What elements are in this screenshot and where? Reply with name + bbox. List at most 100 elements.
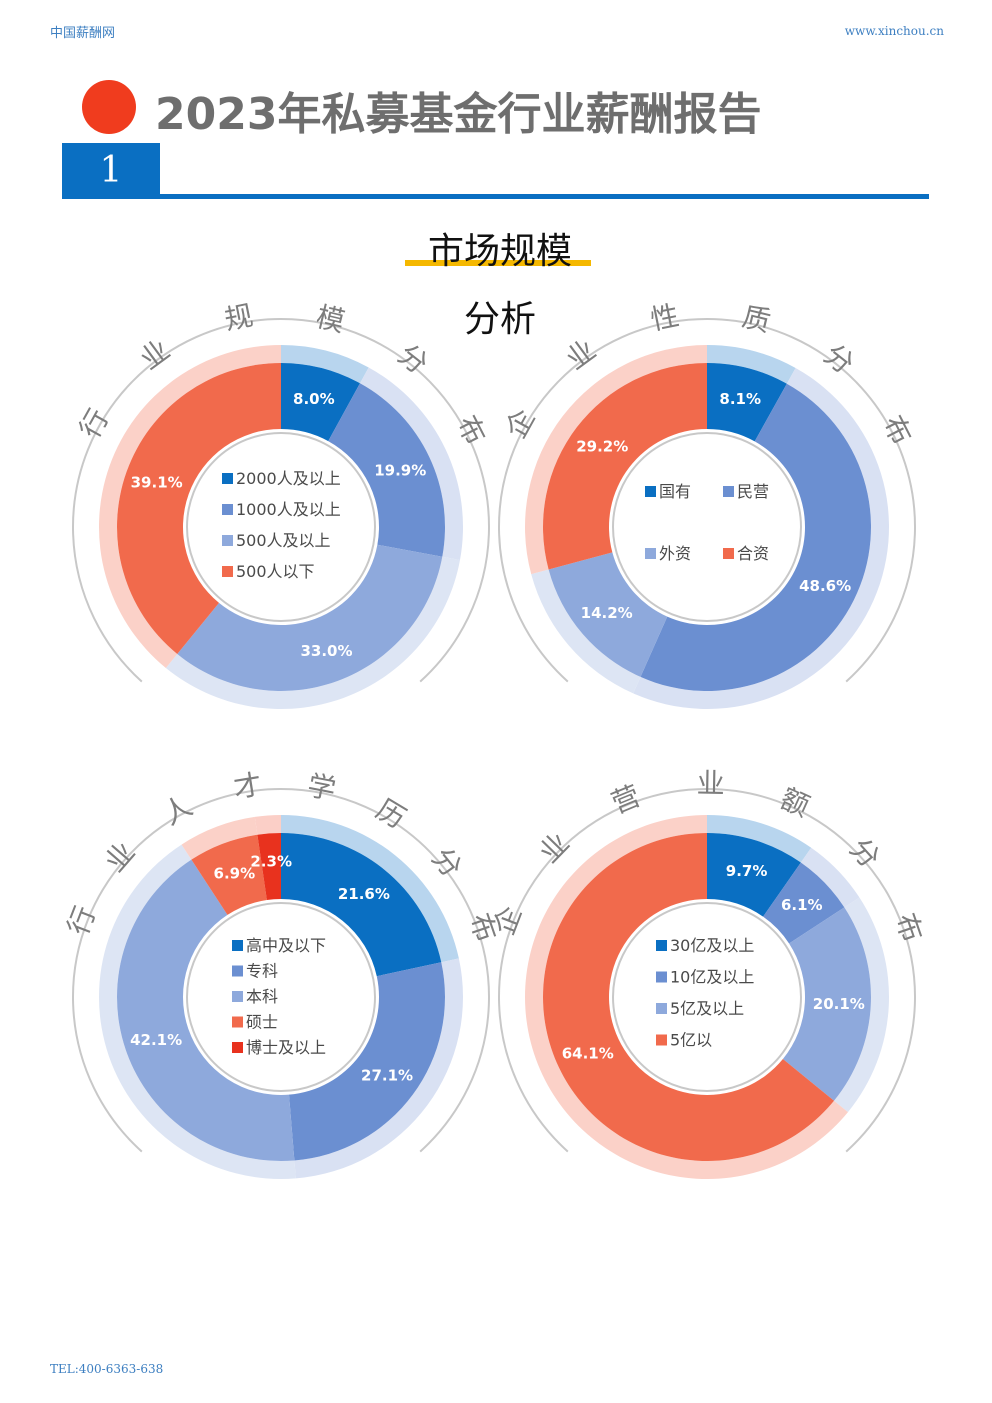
donut-slice — [542, 833, 835, 1161]
donut-chart-4: 9.7%6.1%20.1%64.1%企业营业额分布30亿及以上10亿及以上5亿及… — [487, 767, 929, 1179]
donut-band — [99, 345, 281, 668]
donut-band — [98, 844, 296, 1179]
chart-title-char: 业 — [560, 333, 602, 376]
slice-label: 33.0% — [300, 642, 352, 660]
legend-swatch — [656, 940, 667, 951]
legend-label: 本科 — [246, 987, 278, 1006]
donut-band — [531, 569, 641, 694]
footer-phone: TEL:400-6363-638 — [50, 1362, 164, 1376]
donut-band — [525, 815, 848, 1179]
legend-swatch — [645, 486, 656, 497]
legend-swatch — [232, 1016, 243, 1028]
slice-label: 8.1% — [719, 390, 761, 408]
donut-slice — [543, 363, 707, 570]
slice-label: 20.1% — [813, 995, 865, 1013]
legend-swatch — [232, 1042, 243, 1053]
chart-title-char: 分 — [818, 338, 860, 381]
legend-label: 500人以下 — [236, 562, 315, 581]
legend-swatch — [232, 965, 243, 977]
chapter-number: 1 — [99, 150, 123, 191]
donut-slice — [281, 833, 442, 977]
legend-label: 500人及以上 — [236, 531, 331, 550]
donut-band — [281, 345, 369, 384]
donut-slice — [328, 383, 445, 557]
donut-slice — [116, 859, 295, 1161]
legend-label: 外资 — [659, 544, 691, 563]
legend-swatch — [222, 504, 233, 515]
slice-label: 27.1% — [361, 1067, 413, 1085]
donut-slice — [288, 962, 445, 1161]
slice-label: 21.6% — [338, 885, 390, 903]
donut-band — [294, 958, 463, 1179]
chart-title-char: 规 — [222, 299, 256, 337]
donut-slice — [177, 544, 443, 691]
donut-band — [707, 345, 796, 384]
legend-swatch — [723, 486, 734, 497]
donut-band — [360, 367, 463, 560]
legend-swatch — [656, 1003, 667, 1014]
inner-ring — [612, 902, 802, 1092]
donut-slice — [640, 383, 871, 691]
donut-slice — [281, 363, 361, 442]
inner-ring — [186, 902, 376, 1092]
donut-chart-3: 21.6%27.1%42.1%6.9%2.3%行业人才学历分布高中及以下专科本科… — [61, 768, 503, 1179]
section-title-line2: 分析 — [463, 299, 536, 340]
donut-slice — [191, 834, 267, 915]
slice-label: 29.2% — [576, 438, 628, 456]
section-title: 市场规模 — [427, 231, 572, 272]
donut-band — [165, 556, 460, 709]
donut-slice — [548, 552, 668, 677]
legend-swatch — [222, 535, 233, 546]
section-underline — [405, 260, 591, 266]
slice-label: 6.1% — [781, 896, 823, 914]
chart-title-char: 才 — [231, 768, 264, 805]
chart-title-char: 行 — [61, 901, 102, 939]
chart-title-char: 营 — [607, 779, 645, 820]
chart-title-char: 分 — [425, 841, 468, 884]
legend-swatch — [222, 566, 233, 577]
chart-title-char: 质 — [739, 300, 774, 339]
header-website[interactable]: www.xinchou.cn — [844, 24, 944, 38]
legend-swatch — [232, 940, 243, 951]
donut-chart-2: 8.1%48.6%14.2%29.2%企业性质分布国有民营外资合资 — [498, 299, 918, 709]
chart-title-char: 业 — [696, 767, 725, 800]
donut-band — [800, 847, 860, 908]
chart-title-char: 业 — [134, 333, 176, 376]
donut-slice — [707, 363, 787, 442]
chart-title-char: 分 — [392, 338, 434, 381]
title-rule — [62, 194, 929, 199]
donut-band — [254, 815, 281, 835]
legend-swatch — [723, 548, 734, 559]
title-dot-icon — [82, 80, 136, 134]
slice-label: 19.9% — [374, 461, 426, 479]
slice-label: 64.1% — [562, 1045, 614, 1063]
slice-label: 48.6% — [799, 577, 851, 595]
donut-slice — [117, 363, 282, 655]
legend-swatch — [645, 548, 656, 559]
legend-label: 民营 — [737, 482, 769, 501]
legend-swatch — [232, 991, 243, 1002]
legend-label: 博士及以上 — [246, 1038, 326, 1057]
donut-slice — [257, 833, 281, 901]
donut-band — [281, 815, 459, 963]
legend-label: 5亿及以上 — [670, 999, 744, 1018]
donut-chart-1: 8.0%19.9%33.0%39.1%行业规模分布2000人及以上1000人及以… — [72, 299, 492, 709]
chapter-box — [62, 143, 160, 195]
chart-title-char: 业 — [98, 836, 141, 879]
chart-title-char: 历 — [370, 793, 411, 836]
page-title: 2023年私募基金行业薪酬报告 — [155, 89, 762, 140]
donut-band — [707, 815, 812, 863]
donut-band — [524, 345, 707, 575]
legend-label: 1000人及以上 — [236, 500, 341, 519]
outer-arc — [498, 318, 916, 683]
header-site-name: 中国薪酬网 — [50, 26, 116, 41]
outer-arc — [72, 787, 490, 1153]
slice-label: 42.1% — [130, 1031, 182, 1049]
chart-title-char: 性 — [648, 299, 682, 337]
legend-swatch — [656, 971, 667, 983]
chart-title-char: 学 — [305, 769, 339, 807]
legend-label: 国有 — [659, 482, 691, 501]
legend-label: 2000人及以上 — [236, 469, 341, 488]
slice-label: 8.0% — [293, 390, 335, 408]
